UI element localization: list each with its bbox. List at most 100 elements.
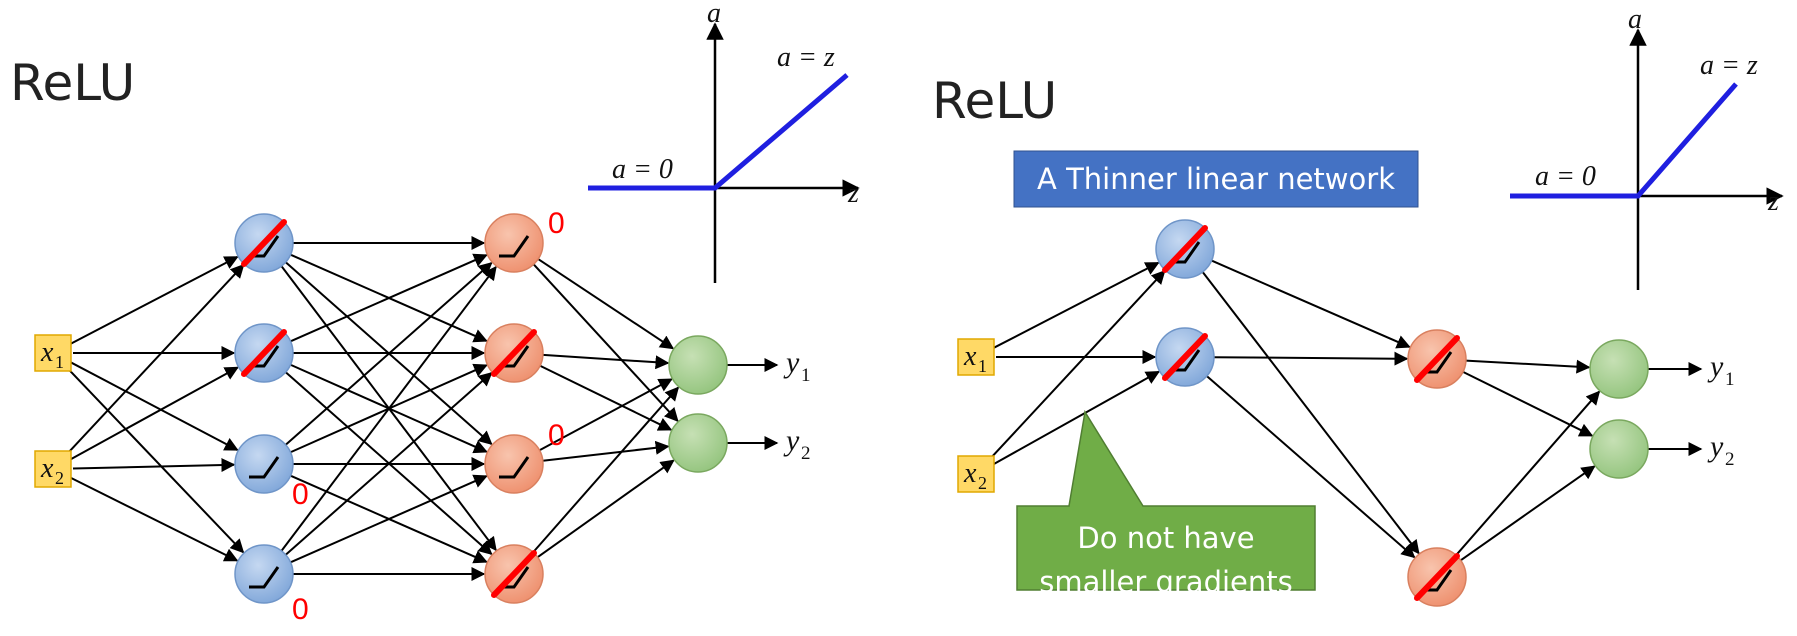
- left-output-y2-subscript: 2: [801, 443, 811, 464]
- relu-glyph-icon: [499, 235, 530, 258]
- left-input-x1-box: [34, 334, 72, 372]
- right-output-neuron-2: [1589, 419, 1649, 479]
- left-hidden1-neuron-4: [234, 544, 294, 604]
- right-input-x1-box: [957, 338, 995, 376]
- edge-h1-2-h2-1: [290, 253, 488, 343]
- right-hidden1-neuron-2: [1155, 327, 1215, 387]
- edge-h2-2-out-1: [1455, 390, 1601, 556]
- edge-x2-h1-1: [65, 263, 245, 456]
- left-output-y1-subscript: 1: [801, 365, 811, 386]
- left-hidden1-neuron-2: [234, 323, 294, 383]
- edge-h2-3-out-1: [539, 378, 673, 452]
- right-output-y1-text: y: [1707, 350, 1724, 383]
- right-graph-axis-a: a: [1628, 4, 1642, 35]
- right-hidden2-neuron-1: [1407, 329, 1467, 389]
- active-strike-icon: [1162, 333, 1208, 381]
- banner-box: [1013, 150, 1419, 208]
- left-input-x2-label: x: [40, 453, 54, 484]
- edge-h1-1-h2-2: [1201, 271, 1420, 555]
- right-relu-curve: [1510, 82, 1738, 199]
- left-graph-label-zero: a = 0: [612, 154, 673, 185]
- edge-h1-4-h2-3: [290, 474, 488, 564]
- edge-x2-h1-3: [72, 458, 236, 473]
- left-zero-label-h2-1: 0: [548, 207, 565, 240]
- edge-h2-3-out-2: [542, 440, 670, 462]
- active-strike-icon: [1414, 553, 1460, 601]
- left-hidden2-neuron-3: [484, 434, 544, 494]
- relu-glyph-icon: [249, 566, 280, 589]
- edge-h2-2-out-1: [542, 353, 670, 370]
- edge-h2-4-out-2: [537, 459, 675, 558]
- left-zero-label-h1-3: 0: [292, 478, 309, 511]
- left-hidden2-neuron-2: [484, 323, 544, 383]
- callout-line-2: smaller gradients: [1039, 565, 1293, 599]
- callout-line-1: Do not have: [1077, 521, 1254, 555]
- right-graph-label-zero: a = 0: [1535, 161, 1596, 192]
- callout-box: [1016, 409, 1316, 591]
- left-graph-label-identity: a = z: [777, 42, 835, 73]
- edge-h1-4-h2-2: [285, 371, 493, 556]
- edge-h1-4-h2-1: [280, 265, 497, 552]
- edge-x2-h1-2: [992, 370, 1161, 466]
- left-output-neuron-2: [668, 413, 728, 473]
- right-output-y1-subscript: 1: [1725, 369, 1735, 390]
- left-hidden1-neuron-3: [234, 434, 294, 494]
- left-output-neuron-1: [668, 335, 728, 395]
- active-strike-icon: [1414, 335, 1460, 383]
- edge-h1-3-h2-1: [285, 261, 493, 446]
- left-hidden2-neuron-1: [484, 213, 544, 273]
- edge-x2-h1-2: [70, 366, 239, 461]
- edge-x1-h1-4: [66, 366, 245, 554]
- edge-x2-h1-4: [70, 477, 239, 562]
- left-output-y1-text: y: [783, 346, 800, 379]
- left-graph-axis-z: z: [847, 178, 859, 209]
- banner-text: A Thinner linear network: [1037, 162, 1395, 196]
- edge-h2-1-out-2: [1462, 370, 1594, 437]
- right-input-x2-label: x: [963, 458, 977, 489]
- left-zero-label-h1-4: 0: [292, 593, 309, 626]
- left-hidden1-neuron-1: [234, 213, 294, 273]
- left-hidden2-neuron-4: [484, 544, 544, 604]
- left-relu-curve: [588, 73, 849, 191]
- active-strike-icon: [491, 329, 537, 377]
- left-input-x1-subscript: 1: [55, 352, 64, 372]
- left-zero-label-h2-3: 0: [548, 419, 565, 452]
- edge-h1-1-h2-1: [1211, 259, 1411, 349]
- right-output-neuron-1: [1589, 339, 1649, 399]
- edge-h1-2-h2-1: [1213, 351, 1409, 366]
- edge-x2-h1-1: [988, 269, 1166, 461]
- right-output-y2-text: y: [1707, 430, 1724, 463]
- right-input-x2-subscript: 2: [978, 473, 987, 493]
- active-strike-icon: [241, 219, 287, 267]
- left-input-x2-box: [34, 450, 72, 488]
- left-output-y2-text: y: [783, 424, 800, 457]
- left-graph-axis-a: a: [707, 0, 721, 29]
- right-hidden1-neuron-1: [1155, 219, 1215, 279]
- relu-glyph-icon: [499, 456, 530, 479]
- left-hidden2-neuron-1-body: [484, 213, 544, 273]
- right-graph-label-identity: a = z: [1700, 50, 1758, 81]
- thinner-network-banner: A Thinner linear network: [1013, 150, 1419, 208]
- right-graph-axis-z: z: [1767, 186, 1779, 217]
- left-network-edges: [65, 236, 779, 581]
- left-hidden1-neuron-4-body: [234, 544, 294, 604]
- right-output-y2-subscript: 2: [1725, 449, 1735, 470]
- left-relu-graph: a z a = 0 a = z: [588, 0, 860, 283]
- edge-h2-2-out-2: [1460, 465, 1596, 562]
- active-strike-icon: [1162, 225, 1208, 273]
- gradient-callout: Do not have smaller gradients: [1016, 409, 1316, 599]
- right-relu-graph: a z a = 0 a = z: [1510, 4, 1784, 290]
- left-input-x2-subscript: 2: [55, 468, 64, 488]
- edge-h2-4-out-1: [532, 386, 680, 553]
- right-input-x1-label: x: [963, 341, 977, 372]
- edge-x1-h1-3: [70, 361, 239, 451]
